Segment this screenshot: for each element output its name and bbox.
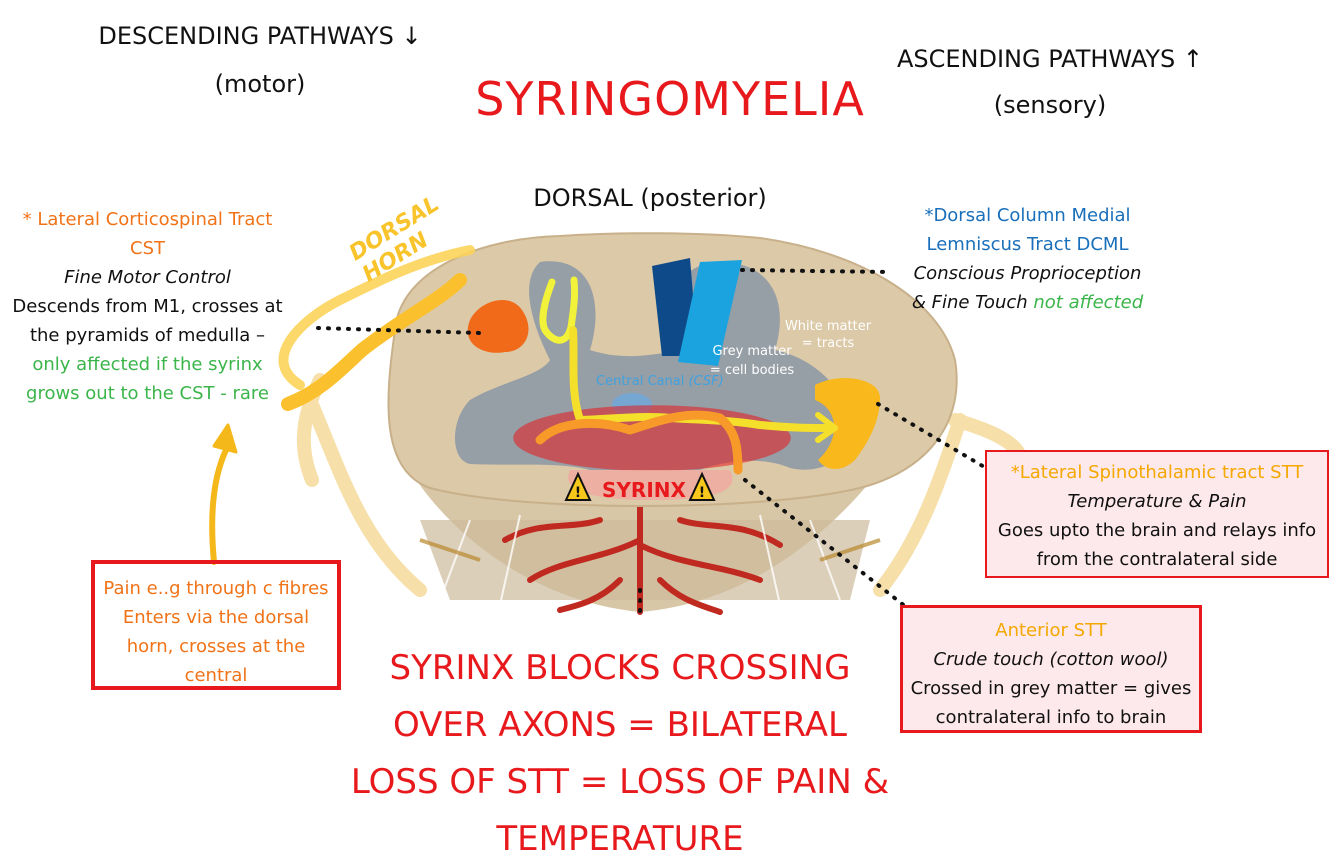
dcml-role-2: & Fine Touch — [911, 292, 1034, 313]
leader-lines — [316, 268, 988, 620]
dcml-role-1: Conscious Proprioception — [913, 263, 1142, 284]
cst-title-1: * Lateral Corticospinal Tract — [22, 209, 273, 230]
central-canal-label: Central Canal — [596, 374, 689, 389]
dcml-not-affected: not affected — [1033, 292, 1144, 313]
anterior-stt-role: Crude touch (cotton wool) — [933, 649, 1169, 670]
descending-heading: DESCENDING PATHWAYS ↓ — [98, 22, 422, 50]
dorsal-label: DORSAL (posterior) — [533, 184, 767, 212]
white-matter-label-2: = tracts — [801, 336, 855, 351]
conclusion-line-4: TEMPERATURE — [496, 819, 744, 859]
syrinx-orange-pathway — [535, 410, 743, 475]
grey-matter-label-1: Grey matter — [712, 344, 792, 359]
ascending-heading: ASCENDING PATHWAYS ↑ — [896, 45, 1204, 73]
lateral-stt-desc-1: Goes upto the brain and relays info — [997, 520, 1317, 541]
page-title: SYRINGOMYELIA — [475, 72, 865, 126]
anterior-stt-box: Anterior STT Crude touch (cotton wool) C… — [900, 605, 1202, 733]
syrinx-lower — [568, 470, 733, 500]
ascending-sub: (sensory) — [993, 91, 1107, 119]
lateral-stt-role: Temperature & Pain — [1067, 491, 1247, 512]
pain-entry-pathway — [281, 273, 467, 411]
pain-box: Pain e..g through c fibres Enters via th… — [91, 560, 341, 690]
spinal-cord-diagram: ! ! — [209, 232, 1025, 620]
lateral-stt-box: *Lateral Spinothalamic tract STT Tempera… — [985, 450, 1329, 578]
cst-blob — [467, 299, 529, 353]
pain-line-4: central — [184, 665, 248, 686]
lateral-stt-desc-2: from the contralateral side — [1036, 549, 1278, 570]
dorsal-horn-arrow — [539, 276, 579, 344]
dcml-column-light — [678, 260, 742, 366]
svg-text:!: ! — [575, 485, 581, 501]
warning-icon: ! — [688, 471, 716, 501]
cst-desc-1: Descends from M1, crosses at — [12, 296, 283, 317]
conclusion-line-1: SYRINX BLOCKS CROSSING — [389, 648, 851, 688]
central-canal-csf: (CSF) — [688, 374, 724, 389]
lateral-stt-title: *Lateral Spinothalamic tract STT — [1010, 462, 1304, 483]
left-yellow-arc — [278, 245, 475, 390]
cst-title-2: CST — [130, 238, 165, 259]
descending-sub: (motor) — [214, 70, 306, 98]
syrinx-label: SYRINX — [602, 478, 686, 502]
pain-arrow — [209, 447, 229, 565]
cst-role: Fine Motor Control — [64, 267, 231, 288]
cst-note-1: only affected if the syrinx — [32, 354, 263, 375]
conclusion-line-3: LOSS OF STT = LOSS OF PAIN & — [350, 762, 890, 802]
anterior-stt-desc-1: Crossed in grey matter = gives — [910, 678, 1192, 699]
white-matter-label-1: White matter — [784, 319, 872, 334]
cst-desc-2: the pyramids of medulla – — [29, 325, 266, 346]
warning-icon: ! — [564, 471, 592, 501]
anterior-stt-desc-2: contralateral info to brain — [935, 707, 1167, 728]
pain-line-1: Pain e..g through c fibres — [103, 578, 329, 599]
anterior-stt-title: Anterior STT — [995, 620, 1107, 641]
cst-note-2: grows out to the CST - rare — [26, 383, 269, 404]
stt-blob — [815, 378, 880, 470]
pain-line-2: Enters via the dorsal — [122, 607, 310, 628]
svg-text:!: ! — [699, 485, 705, 501]
dcml-title-2: Lemniscus Tract DCML — [926, 234, 1129, 255]
grey-matter-label-2: = cell bodies — [709, 363, 795, 378]
ventral-tissue — [410, 470, 881, 615]
dcml-title-1: *Dorsal Column Medial — [924, 205, 1131, 226]
pain-line-3: horn, crosses at the — [126, 636, 306, 657]
conclusion-text: SYRINX BLOCKS CROSSING OVER AXONS = BILA… — [340, 640, 900, 868]
conclusion-line-2: OVER AXONS = BILATERAL — [393, 705, 847, 745]
